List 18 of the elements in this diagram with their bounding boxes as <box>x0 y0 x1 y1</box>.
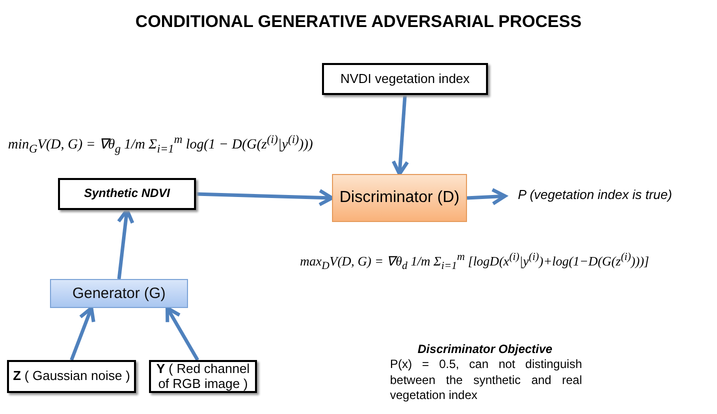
heading: Discriminator Objective <box>416 342 554 358</box>
arrow <box>392 94 410 176</box>
arrow <box>196 188 334 206</box>
input-box: Y ( Red channel of RGB image ) <box>149 360 257 393</box>
discriminator-box: Discriminator (D) <box>332 174 467 222</box>
input-box: NVDI vegetation index <box>322 63 488 95</box>
description: P(x) = 0.5, can not distinguish between the synthetic and real vegetation index <box>390 357 582 404</box>
arrow <box>466 188 507 206</box>
arrow <box>116 208 134 280</box>
output-box: Synthetic NDVI <box>58 178 196 210</box>
input-box: Z ( Gaussian noise ) <box>7 360 136 393</box>
arrow <box>166 306 200 361</box>
output-text: P (vegetation index is true) <box>505 184 685 206</box>
formula: max$_{D}$V(D, G) = ∇θ$_{d}$ 1/m Σ$_{i=1}$$^{m}$ [logD(x$^{(i)}$|y$^{(i)}$)+log(1−D(G(z$^{(i)}$)))] <box>300 250 650 273</box>
generator-box: Generator (G) <box>50 279 188 308</box>
arrow <box>70 306 96 361</box>
title: CONDITIONAL GENERATIVE ADVERSARIAL PROCESS <box>134 12 583 32</box>
formula: min$_{G}$V(D, G) = ∇θ$_{g}$ 1/m Σ$_{i=1}$$^{m}$ log(1 − D(G(z$^{(i)}$|y$^{(i)}$))) <box>8 132 314 157</box>
